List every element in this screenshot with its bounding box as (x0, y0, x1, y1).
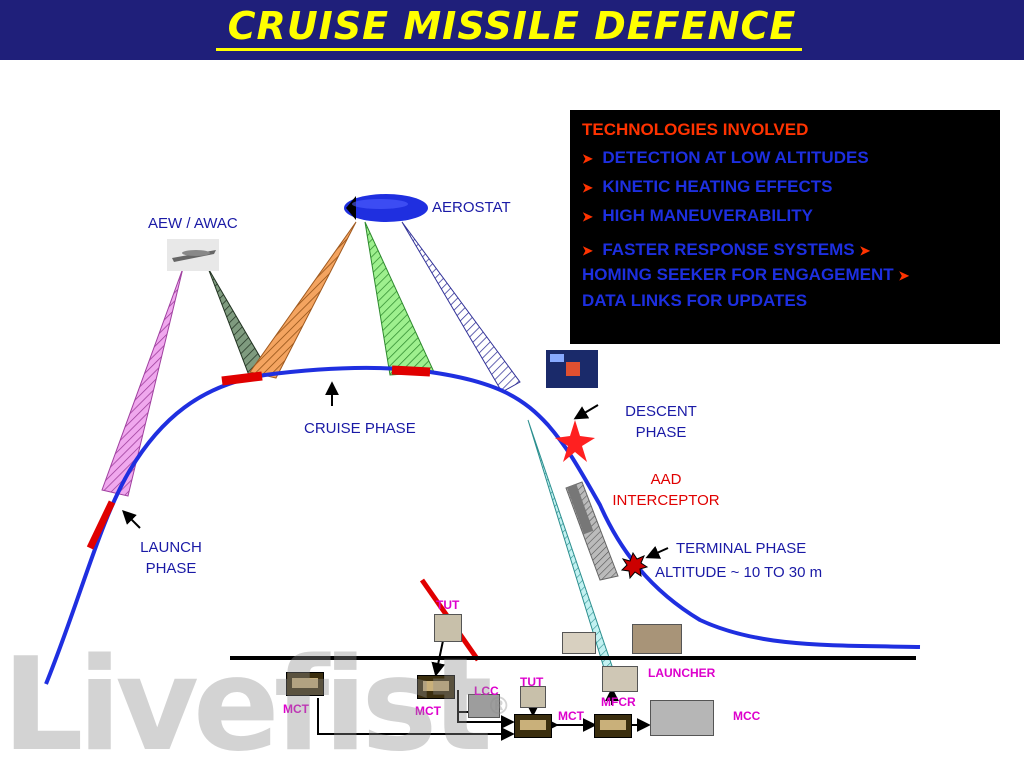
launch-segment (86, 500, 116, 550)
aerostat-label: AEROSTAT (432, 199, 511, 216)
ground-line (230, 656, 916, 660)
mct3-label: MCT (558, 709, 584, 723)
descent-label-line2: PHASE (635, 424, 687, 441)
aerostat-beam-orange (249, 221, 357, 379)
mct-box-3 (514, 714, 552, 738)
launcher-image-2 (632, 624, 682, 654)
page-title: CRUISE MISSILE DEFENCE (227, 4, 797, 48)
launch-label-line2: PHASE (145, 560, 197, 577)
livefist-watermark: Livefist® (2, 631, 511, 780)
aerostat-icon (344, 194, 428, 222)
descent-label-line1: DESCENT (625, 403, 697, 420)
tut2-label: TUT (520, 675, 544, 689)
mct2-label: MCT (415, 704, 441, 718)
technologies-heading: TECHNOLOGIES INVOLVED (582, 120, 809, 139)
mct2-link (457, 712, 515, 729)
altitude-label: ALTITUDE ~ 10 TO 30 m (655, 564, 823, 581)
intercept-star-icon (555, 420, 595, 462)
awac-aircraft-icon (167, 239, 219, 271)
aew-beam-pink (101, 267, 184, 497)
lcc-image (468, 694, 500, 718)
terminal-phase-label: TERMINAL PHASE (676, 540, 807, 557)
descent-phase-label: DESCENT PHASE (616, 401, 706, 443)
mfcr-radar-image (602, 666, 638, 692)
tut-sensor-image (434, 614, 462, 642)
technology-item: ➤ DETECTION AT LOW ALTITUDES (582, 148, 869, 167)
cruise-segment-1 (221, 371, 263, 386)
launch-label-line1: LAUNCH (140, 539, 202, 556)
interceptor-missile (566, 483, 594, 535)
technology-item: HOMING SEEKER FOR ENGAGEMENT ➤ (582, 265, 910, 284)
bullet-arrow-icon: ➤ (582, 209, 593, 224)
mct-box-1 (286, 672, 324, 696)
mct1-label: MCT (283, 702, 309, 716)
mct1-link (317, 698, 515, 741)
technology-item: ➤ FASTER RESPONSE SYSTEMS ➤ (582, 240, 871, 259)
technologies-panel: TECHNOLOGIES INVOLVED ➤ DETECTION AT LOW… (570, 110, 1000, 344)
terminal-burst-icon (620, 551, 649, 580)
cruise-phase-label: CRUISE PHASE (304, 420, 416, 437)
aad-label-line2: INTERCEPTOR (612, 492, 720, 509)
bullet-arrow-icon: ➤ (859, 243, 871, 258)
technology-item: ➤ KINETIC HEATING EFFECTS (582, 177, 833, 196)
mcc-image (650, 700, 714, 736)
missile-trajectory (44, 366, 921, 685)
bullet-arrow-icon: ➤ (582, 151, 593, 166)
bullet-arrow-icon: ➤ (898, 268, 910, 283)
mcc-label: MCC (733, 709, 761, 723)
mct-box-4 (594, 714, 632, 738)
aad-label-line1: AAD (650, 471, 682, 488)
mfcr-label: MFCR (601, 695, 636, 709)
launch-phase-label: LAUNCH PHASE (128, 537, 214, 579)
lcc-label: LCC (474, 684, 499, 698)
aerostat-beam-navy (401, 221, 521, 393)
technology-item: DATA LINKS FOR UPDATES (582, 291, 808, 310)
launcher-label: LAUNCHER (648, 666, 716, 680)
terminal-arrow (645, 546, 669, 559)
launch-arrow (122, 510, 141, 529)
aew-label: AEW / AWAC (148, 215, 238, 232)
tut-arrow (431, 635, 446, 677)
mct-box-2 (417, 675, 455, 699)
title-underline (216, 48, 802, 51)
bullet-arrow-icon: ➤ (582, 180, 593, 195)
bullet-arrow-icon: ➤ (582, 243, 593, 258)
descent-arrow (573, 404, 599, 420)
tut2-sensor-image (520, 686, 546, 708)
technology-item: ➤ HIGH MANEUVERABILITY (582, 206, 813, 225)
satellite-icon (546, 350, 598, 388)
cruise-segment-2 (391, 365, 431, 377)
aerostat-beam-green (364, 221, 435, 376)
launcher-image-1 (562, 632, 596, 654)
aad-interceptor-label: AAD INTERCEPTOR (600, 469, 732, 511)
tut-label: TUT (436, 598, 460, 612)
